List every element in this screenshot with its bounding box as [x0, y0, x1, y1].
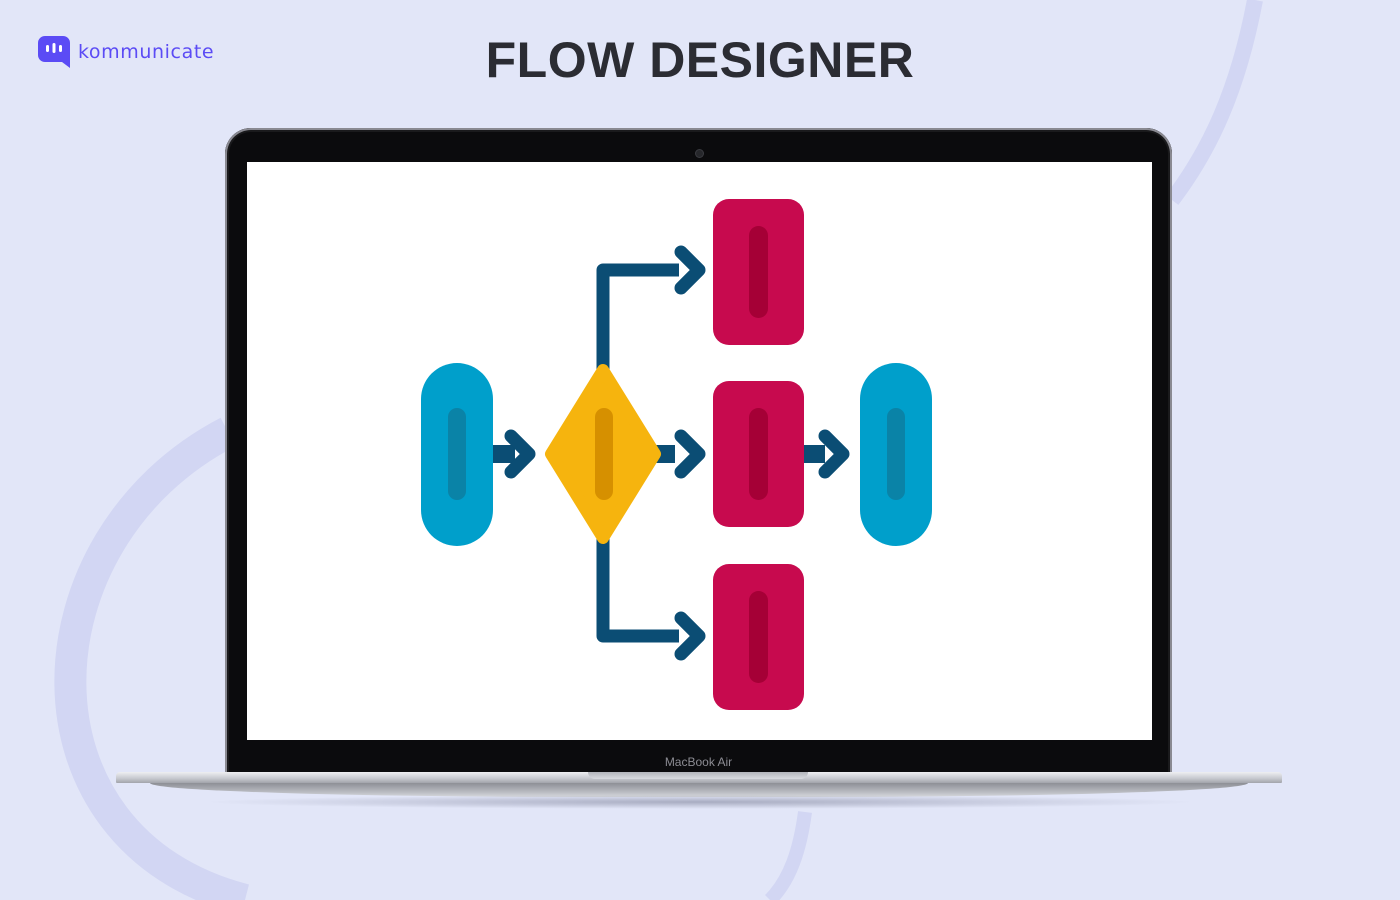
node-process-middle	[713, 381, 804, 527]
arrowhead-decision-top	[674, 245, 706, 295]
laptop-display: MacBook Air	[225, 128, 1172, 776]
arrowhead-decision-middle	[674, 429, 706, 479]
camera-icon	[696, 150, 703, 157]
node-end	[860, 363, 932, 546]
laptop-screen	[247, 162, 1152, 740]
flowchart-diagram	[421, 199, 932, 710]
node-process-bottom	[713, 564, 804, 710]
arrowhead-middle-end	[818, 429, 850, 479]
laptop-shadow	[200, 795, 1200, 809]
brand-name: kommunicate	[78, 40, 215, 63]
node-start	[421, 363, 493, 546]
connectors	[493, 245, 850, 661]
page-title: FLOW DESIGNER	[485, 32, 915, 88]
node-decision	[545, 364, 661, 544]
laptop-base-notch	[588, 772, 808, 779]
node-process-top	[713, 199, 804, 345]
connector-decision-to-bottom	[596, 538, 679, 643]
laptop-base-lip	[150, 783, 1248, 797]
chat-bubble-logo-icon	[38, 36, 70, 68]
arrowhead-decision-bottom	[674, 611, 706, 661]
brand-logo[interactable]: kommunicate	[36, 34, 214, 70]
device-model-label: MacBook Air	[664, 755, 733, 769]
laptop-base	[116, 772, 1282, 783]
arrowhead-start-decision	[504, 429, 536, 479]
connector-decision-to-top	[596, 263, 679, 370]
